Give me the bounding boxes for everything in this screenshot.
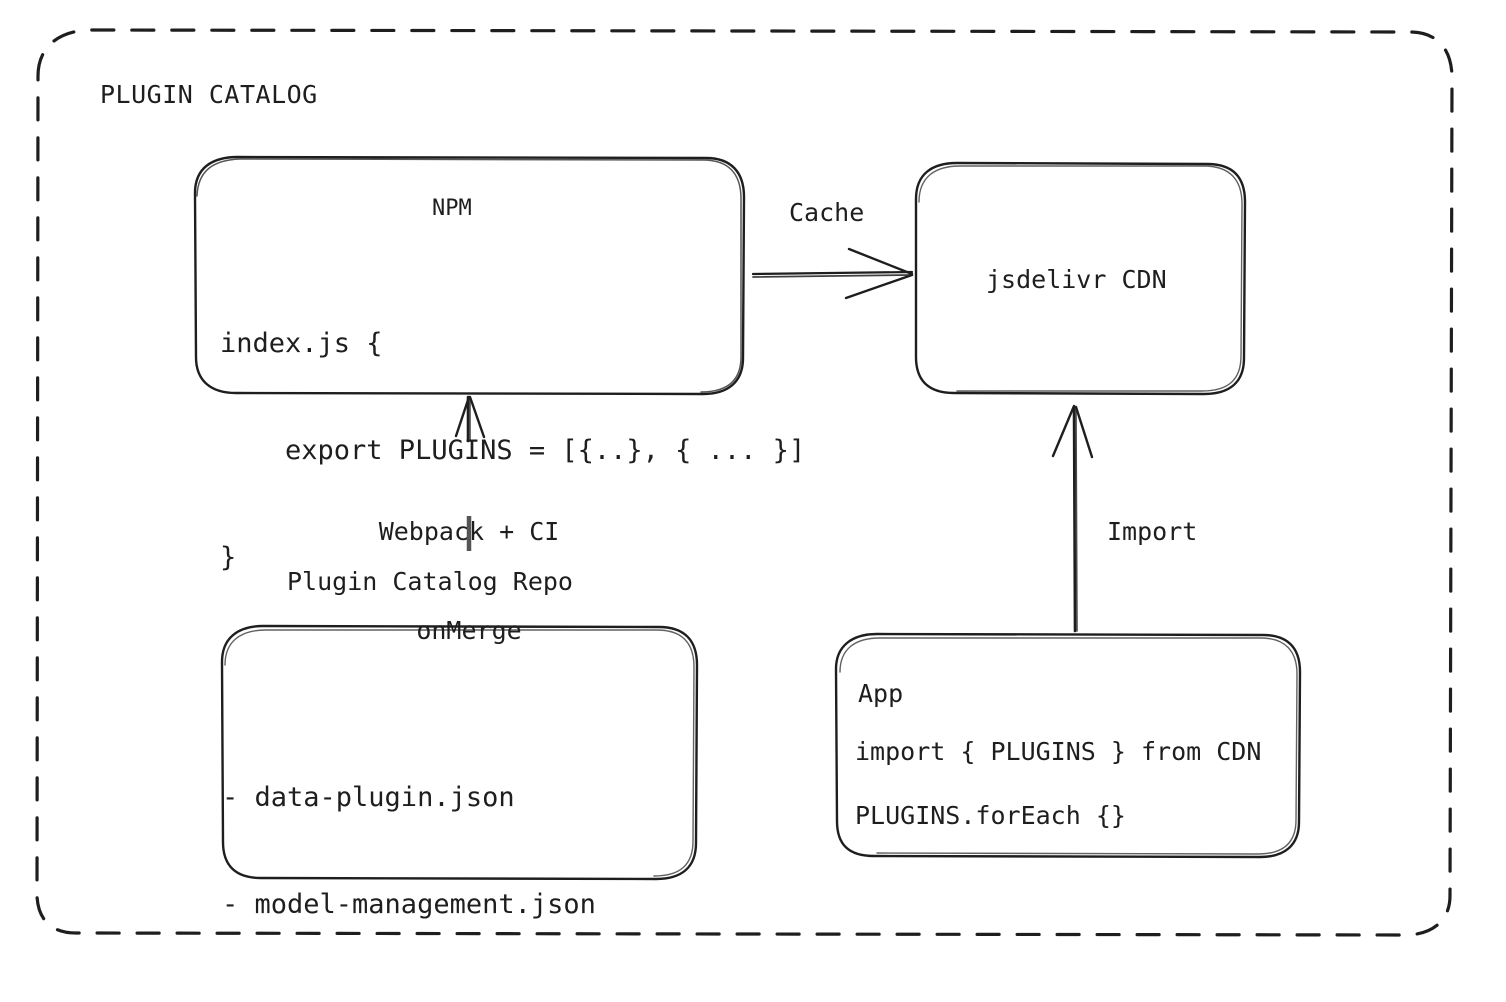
npm-code-line-2: export PLUGINS = [{..}, { ... }] [220,435,806,467]
npm-code-line-1: index.js { [220,328,383,360]
repo-file-line-3: ... [222,994,596,1002]
build-arrow [454,395,486,551]
npm-node-box [193,155,746,396]
app-node-box [834,632,1302,859]
app-code-line-1: import { PLUGINS } from CDN [855,737,1262,766]
repo-file-line-2: - model-management.json [222,889,596,921]
app-code-line-2: PLUGINS.forEach {} [855,801,1126,830]
cdn-node-box [914,161,1247,396]
npm-node-title: NPM [432,196,472,221]
build-edge-label: Webpack + CI onMerge [373,449,565,713]
cache-edge-label: Cache [789,198,865,227]
app-node-title: App [858,679,904,708]
npm-code-line-3: } [220,542,237,573]
repo-node-title: Plugin Catalog Repo [287,567,573,596]
repo-node-box [220,624,699,881]
repo-node-file-list: - data-plugin.json - model-management.js… [222,709,596,1002]
npm-node-code: index.js { export PLUGINS = [{..}, { ...… [220,255,805,647]
import-edge-label: Import [1107,517,1198,546]
import-arrow [1051,404,1094,633]
page-title: PLUGIN CATALOG [100,80,318,109]
cdn-node-title: jsdelivr CDN [986,265,1167,294]
build-edge-label-line-2: onMerge [416,616,522,645]
plugin-catalog-container [35,28,1454,937]
cache-arrow [751,247,914,300]
repo-file-line-1: - data-plugin.json [222,782,515,814]
build-edge-label-line-1: Webpack + CI [378,517,560,546]
